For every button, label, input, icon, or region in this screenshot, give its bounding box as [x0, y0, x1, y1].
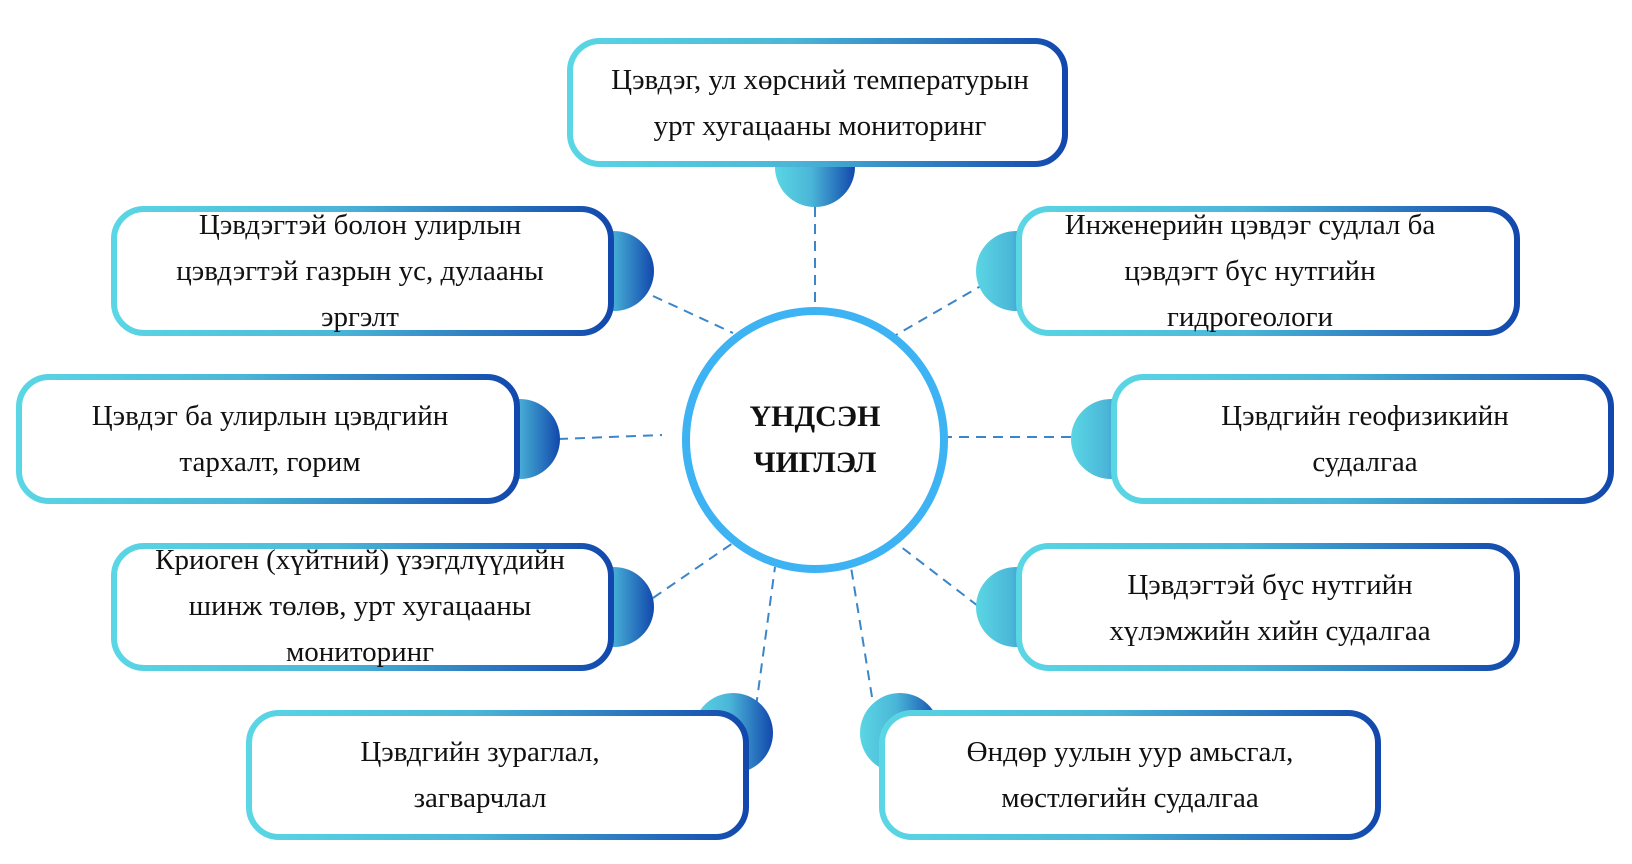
- center-circle: [682, 307, 948, 573]
- connector-right-3: [895, 542, 979, 607]
- topic-label-left-1: Цэвдэгтэй болон улирлын цэвдэгтэй газрын…: [176, 209, 544, 333]
- topic-label-left-2: Цэвдэг ба улирлын цэвдгийн тархалт, гори…: [91, 400, 449, 478]
- connector-left-4: [755, 566, 776, 708]
- topic-label-top: Цэвдэг, ул хөрсний температурын урт хуга…: [611, 64, 1029, 142]
- topic-box-left-4: [246, 710, 749, 840]
- topic-box-right-2: [1111, 374, 1614, 504]
- connector-left-3: [652, 542, 734, 599]
- topic-box-left-2: [16, 374, 520, 504]
- topic-box-right-1: [1016, 206, 1520, 336]
- connector-left-1: [652, 295, 734, 334]
- topic-label-right-1: Инженерийн цэвдэг судлал ба цэвдэгт бүс …: [1064, 209, 1436, 333]
- topic-box-right-4: [879, 710, 1381, 840]
- topic-box-left-3: [111, 543, 614, 671]
- topic-box-top: [567, 38, 1068, 167]
- topic-label-left-3: Криоген (хүйтний) үзэгдлүүдийн шинж төлө…: [155, 544, 565, 668]
- topic-label-right-2: Цэвдгийн геофизикийн судалгаа: [1221, 400, 1509, 478]
- topic-box-right-3: [1016, 543, 1520, 671]
- connector-right-1: [895, 282, 987, 336]
- topic-label-left-4: Цэвдгийн зураглал, загварчлал: [360, 736, 600, 814]
- topic-box-left-1: [111, 206, 614, 336]
- connector-right-4: [850, 566, 873, 698]
- topic-label-right-3: Цэвдэгтэй бүс нутгийн хүлэмжийн хийн суд…: [1109, 569, 1431, 647]
- topic-label-right-4: Өндөр уулын уур амьсгал, мөстлөгийн суда…: [966, 736, 1294, 814]
- center-title: ҮНДСЭН ЧИГЛЭЛ: [749, 400, 881, 479]
- connector-left-2: [557, 434, 663, 440]
